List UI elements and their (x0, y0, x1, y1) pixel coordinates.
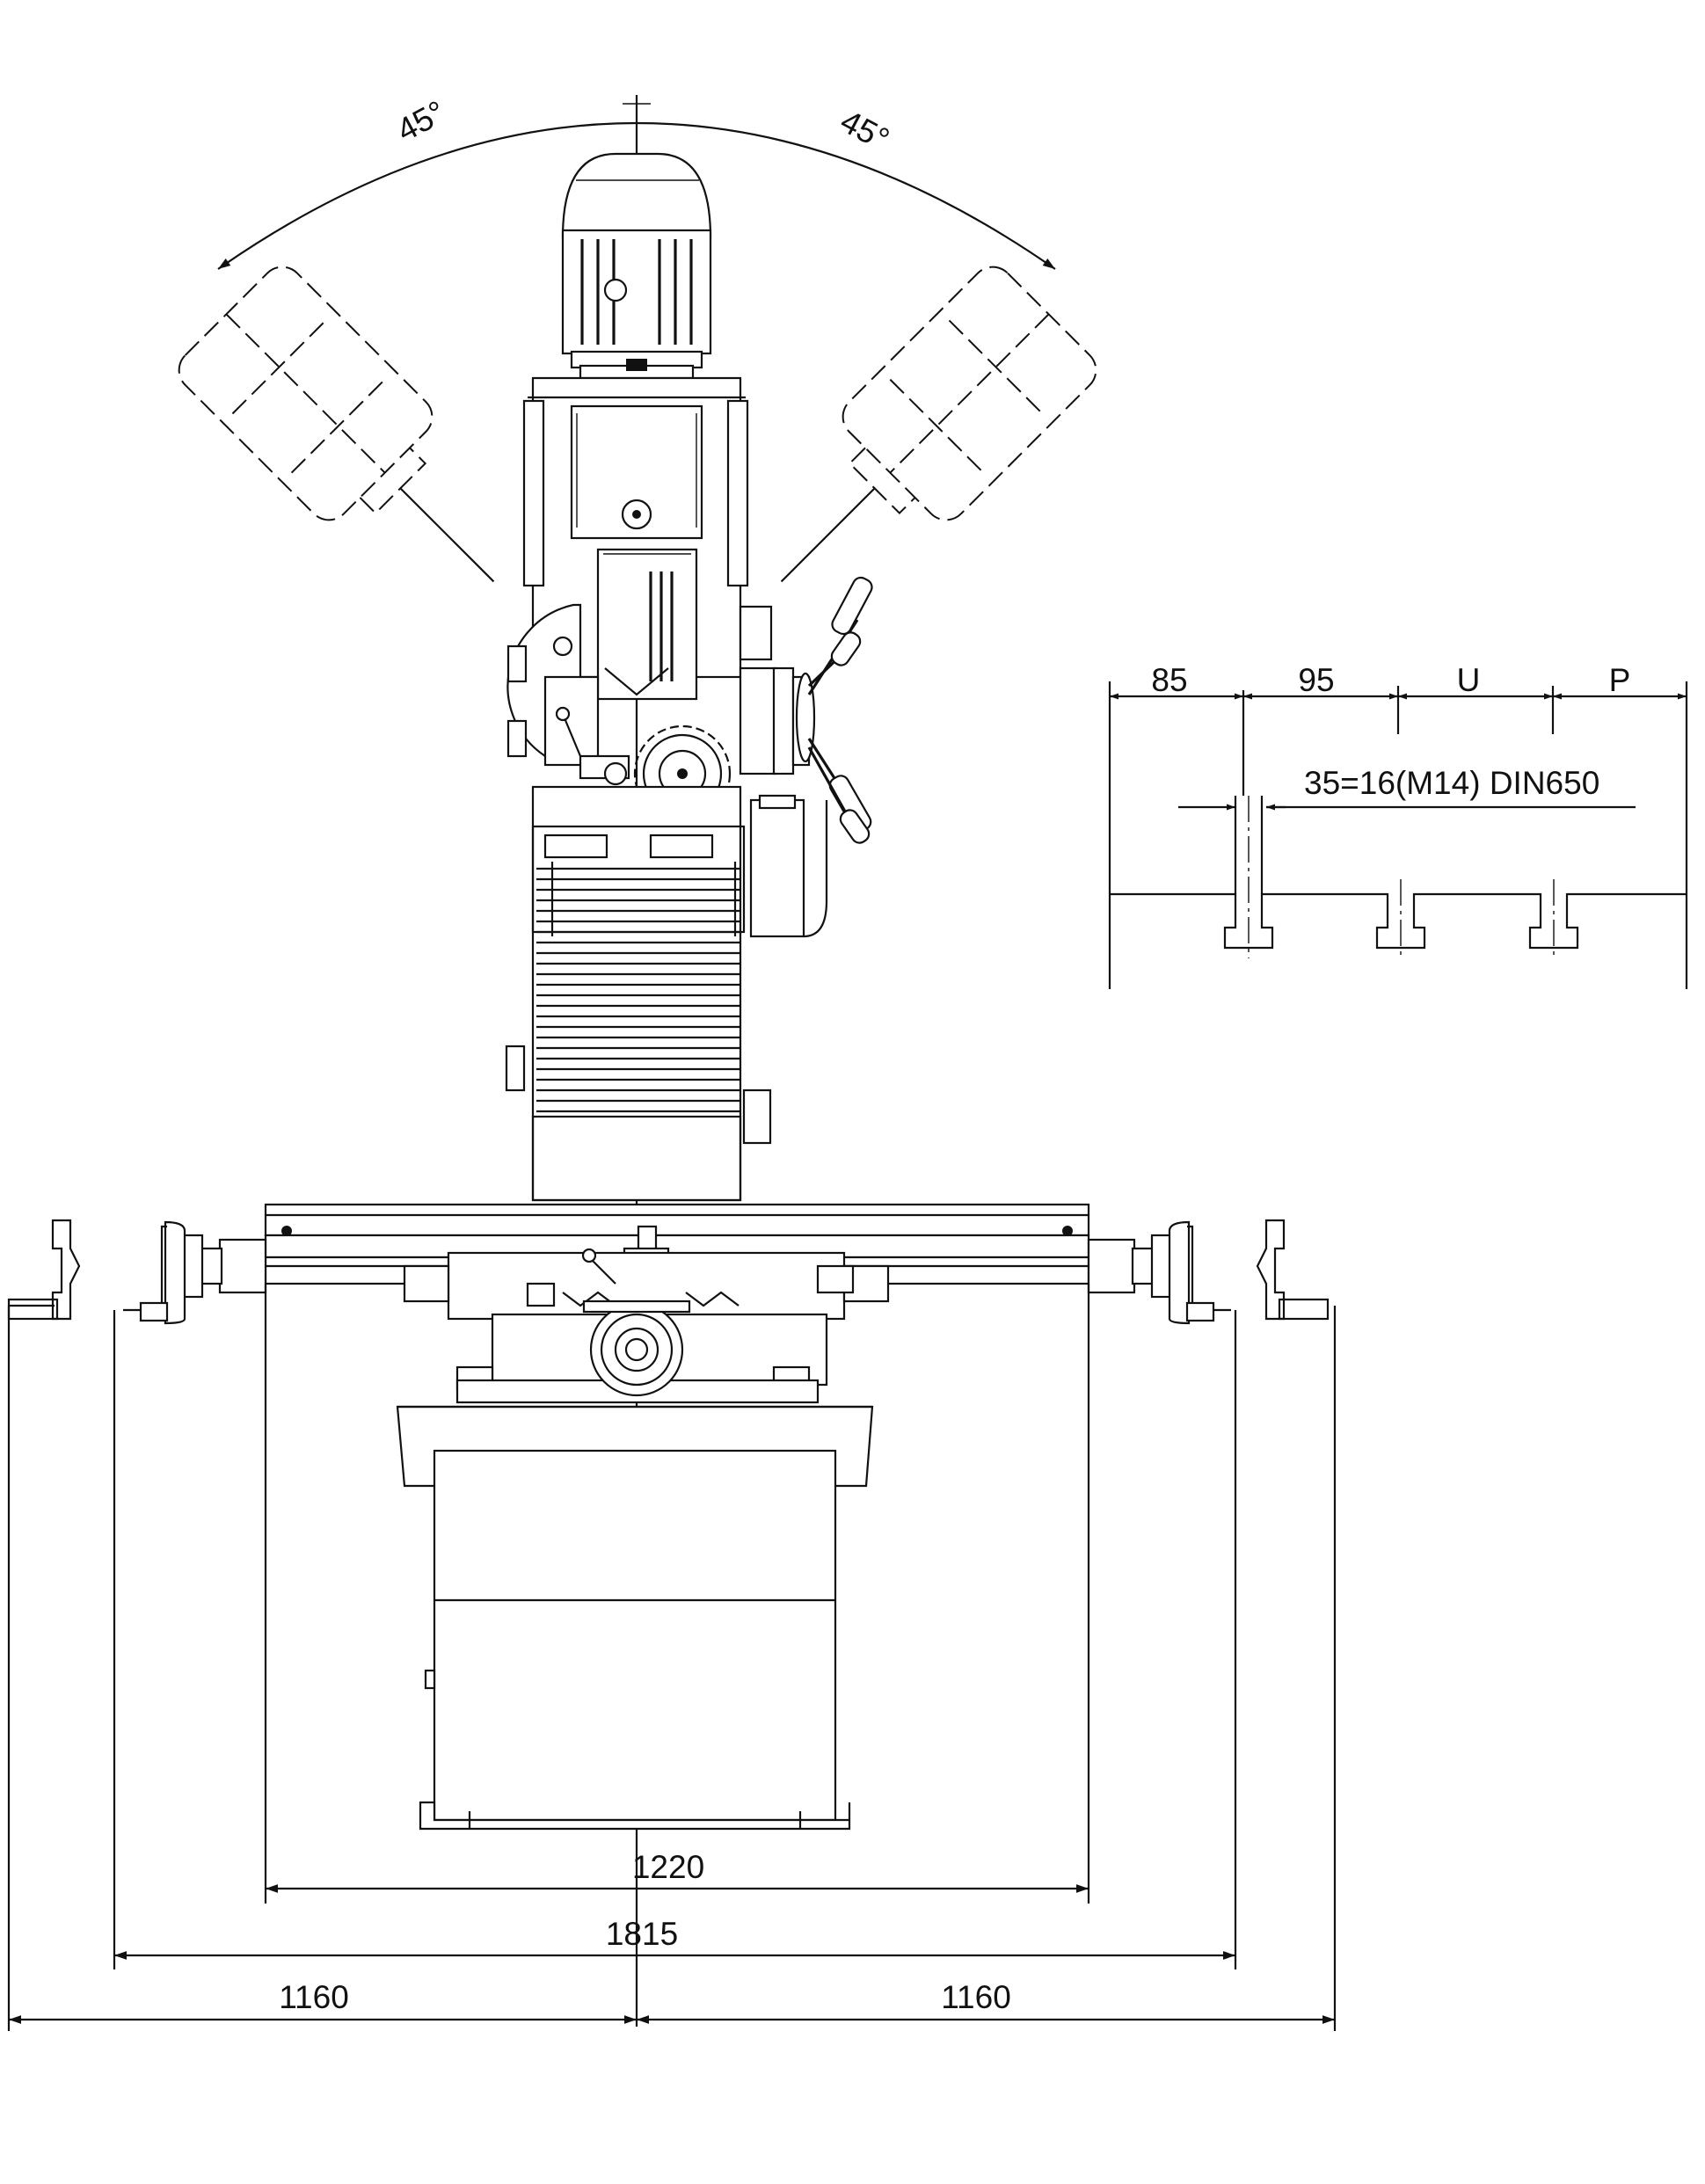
slot-dim-p: P (1609, 662, 1631, 698)
tilted-head-left (178, 266, 495, 583)
angle-left-label: 45° (391, 94, 452, 149)
dim-1160-right: 1160 (941, 1979, 1011, 2015)
head-side-details (506, 603, 630, 786)
bottom-dimensions: 1220 1815 1160 1160 (7, 1284, 1337, 2031)
knee-handwheel (582, 1299, 691, 1397)
handwheel-travel-right (1256, 1219, 1330, 1321)
dim-1160-left: 1160 (279, 1979, 349, 2015)
dim-1220: 1220 (632, 1849, 704, 1885)
column (505, 785, 828, 1202)
angle-right-label: 45° (834, 103, 895, 157)
slot-dim-85: 85 (1151, 662, 1187, 698)
handwheel-travel-left (7, 1219, 81, 1321)
t-slot-detail: 85 95 U P 35=16(M14) DIN650 (1108, 662, 1688, 989)
quill-feed-levers (739, 576, 873, 844)
table-handwheel-right (1087, 1220, 1231, 1325)
slot-dim-95: 95 (1298, 662, 1334, 698)
slot-dim-u: U (1457, 662, 1481, 698)
table-handwheel-left (123, 1220, 267, 1325)
machine-stand (396, 1405, 874, 1831)
motor (561, 152, 712, 380)
slot-spec-label: 35=16(M14) DIN650 (1304, 765, 1599, 801)
tilted-head-right (780, 266, 1097, 583)
dim-1815: 1815 (606, 1916, 678, 1952)
